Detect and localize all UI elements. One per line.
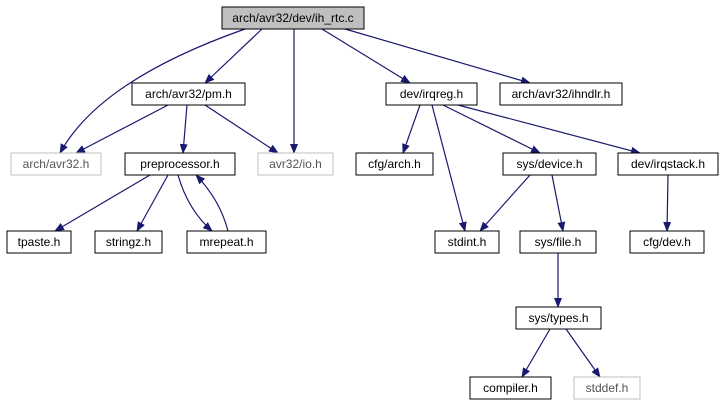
node-label: preprocessor.h	[140, 157, 219, 171]
node-box	[499, 82, 623, 106]
node-file[interactable]: sys/file.h	[519, 230, 597, 254]
edge-device-to-stdint	[479, 174, 531, 232]
nodes-layer: arch/avr32/dev/ih_rtc.c arch/avr32/pm.h de…	[6, 6, 719, 400]
edge-types-to-compiler	[521, 328, 551, 378]
node-stdint[interactable]: stdint.h	[434, 230, 500, 254]
edge-types-to-stddef	[565, 328, 601, 378]
node-box	[221, 6, 365, 30]
edge-mrepeat-to-preproc	[195, 174, 229, 232]
edge-pm-to-io	[204, 104, 279, 154]
node-mrepeat[interactable]: mrepeat.h	[186, 230, 267, 254]
node-box	[186, 230, 267, 254]
node-box	[469, 376, 552, 400]
edges-layer	[54, 28, 672, 378]
node-stddef: stddef.h	[573, 376, 641, 400]
node-label: dev/irqreg.h	[400, 87, 463, 101]
node-label: sys/device.h	[516, 157, 582, 171]
node-label: avr32/io.h	[269, 157, 322, 171]
node-label: sys/file.h	[535, 235, 582, 249]
node-box	[355, 152, 434, 176]
node-box	[629, 230, 705, 254]
node-box	[131, 82, 246, 106]
node-io: avr32/io.h	[257, 152, 334, 176]
node-box	[515, 306, 602, 330]
edge-irqreg-to-irqstack	[457, 104, 641, 155]
node-box	[502, 152, 597, 176]
edge-pm-to-preproc	[179, 104, 188, 154]
node-box	[10, 152, 102, 176]
edge-root-to-ihndlr	[344, 28, 531, 85]
node-stringz[interactable]: stringz.h	[94, 230, 163, 254]
node-label: dev/irqstack.h	[631, 157, 705, 171]
node-box	[257, 152, 334, 176]
node-label: stddef.h	[586, 381, 629, 395]
node-label: tpaste.h	[18, 235, 61, 249]
node-label: arch/avr32.h	[23, 157, 90, 171]
node-box	[385, 82, 478, 106]
node-box	[573, 376, 641, 400]
edge-irqreg-to-stdint	[431, 104, 467, 232]
node-device[interactable]: sys/device.h	[502, 152, 597, 176]
node-box	[94, 230, 163, 254]
node-avr32h: arch/avr32.h	[10, 152, 102, 176]
node-irqstack[interactable]: dev/irqstack.h	[617, 152, 719, 176]
edge-device-to-file	[551, 174, 566, 232]
node-label: cfg/dev.h	[643, 235, 691, 249]
edge-irqstack-to-cfgdev	[663, 174, 672, 232]
node-label: stringz.h	[106, 235, 151, 249]
node-cfgarch[interactable]: cfg/arch.h	[355, 152, 434, 176]
node-tpaste[interactable]: tpaste.h	[6, 230, 72, 254]
edge-root-to-pm	[204, 28, 263, 84]
node-ihndlr[interactable]: arch/avr32/ihndlr.h	[499, 82, 623, 106]
edge-irqreg-to-device	[442, 104, 541, 154]
node-label: cfg/arch.h	[368, 157, 421, 171]
node-label: arch/avr32/ihndlr.h	[512, 87, 611, 101]
node-box	[617, 152, 719, 176]
edge-pm-to-avr32h	[75, 104, 169, 154]
node-cfgdev[interactable]: cfg/dev.h	[629, 230, 705, 254]
node-root[interactable]: arch/avr32/dev/ih_rtc.c	[221, 6, 365, 30]
node-label: mrepeat.h	[199, 235, 253, 249]
node-label: arch/avr32/pm.h	[145, 87, 232, 101]
node-pm[interactable]: arch/avr32/pm.h	[131, 82, 246, 106]
edge-preproc-to-stringz	[136, 174, 169, 232]
node-label: arch/avr32/dev/ih_rtc.c	[232, 11, 353, 25]
edge-irqreg-to-cfgarch	[402, 104, 421, 154]
node-compiler[interactable]: compiler.h	[469, 376, 552, 400]
edge-root-to-irqreg	[321, 28, 411, 84]
node-label: sys/types.h	[528, 311, 588, 325]
node-types[interactable]: sys/types.h	[515, 306, 602, 330]
node-irqreg[interactable]: dev/irqreg.h	[385, 82, 478, 106]
edge-preproc-to-mrepeat	[177, 174, 213, 232]
node-box	[6, 230, 72, 254]
edge-root-to-avr32h	[59, 28, 246, 154]
node-label: compiler.h	[483, 381, 538, 395]
node-box	[434, 230, 500, 254]
node-preproc[interactable]: preprocessor.h	[124, 152, 236, 176]
edge-preproc-to-tpaste	[54, 174, 151, 232]
node-label: stdint.h	[448, 235, 487, 249]
node-box	[519, 230, 597, 254]
node-box	[124, 152, 236, 176]
